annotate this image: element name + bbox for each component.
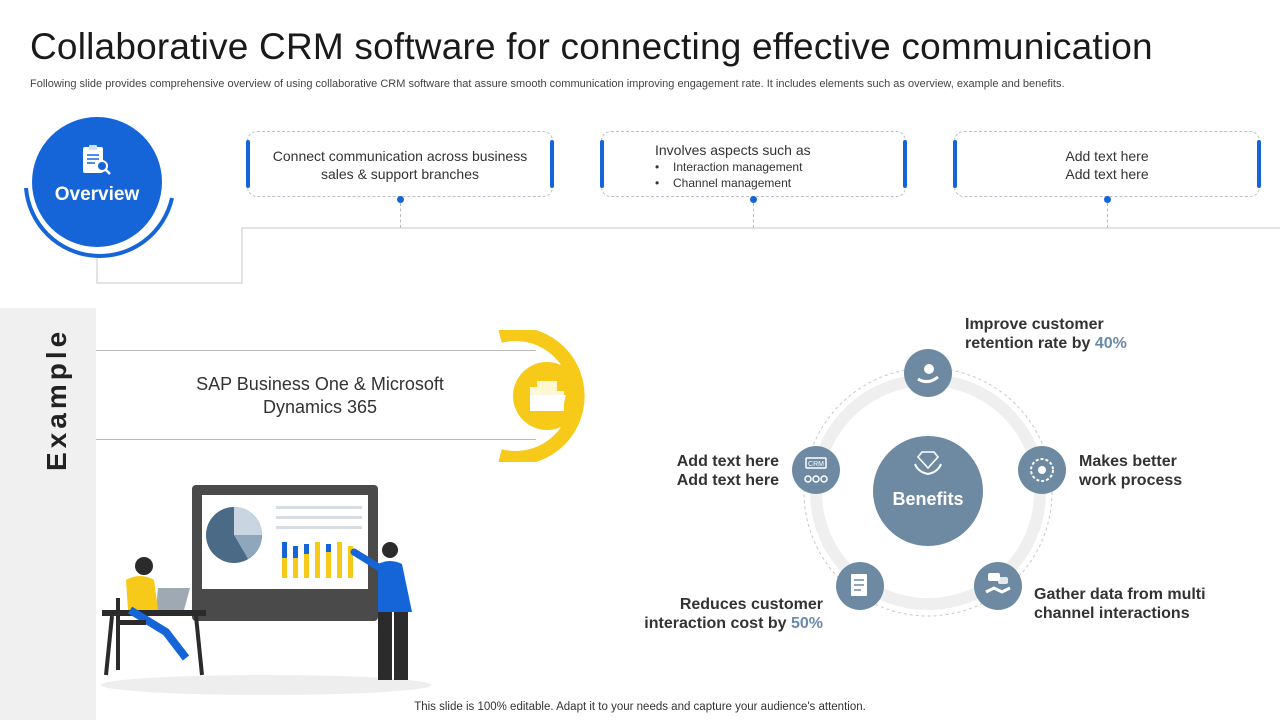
benefit-retention-line-2: retention rate by xyxy=(965,335,1095,352)
benefit-addtext-line-2: Add text here xyxy=(676,472,779,489)
presentation-illustration xyxy=(101,485,431,695)
benefit-icon-cost xyxy=(836,562,884,610)
benefit-cost-pct: 50% xyxy=(790,615,823,632)
slide-subtitle: Following slide provides comprehensive o… xyxy=(30,78,1065,90)
overview-box-3: Add text here Add text here xyxy=(953,131,1261,197)
benefit-addtext-text: Add text here Add text here xyxy=(640,452,779,490)
box-2-heading: Involves aspects such as xyxy=(655,142,811,158)
benefit-retention-text: Improve customer retention rate by 40% xyxy=(965,315,1127,353)
svg-text:CRM: CRM xyxy=(808,461,824,468)
connector-dot xyxy=(750,196,757,203)
benefit-cost-line-1: Reduces customer xyxy=(679,596,823,613)
benefit-icon-process xyxy=(1018,446,1066,494)
product-line-2: Dynamics 365 xyxy=(262,397,378,417)
benefit-data-line-1: Gather data from multi xyxy=(1034,586,1206,603)
benefit-data-line-2: channel interactions xyxy=(1034,605,1190,622)
connector-dot xyxy=(1104,196,1111,203)
overview-ring xyxy=(24,187,174,258)
crm-network-icon: CRM xyxy=(804,457,828,483)
example-product-band xyxy=(96,350,536,440)
box-3-line-1: Add text here xyxy=(1065,148,1149,164)
gears-icon xyxy=(1030,458,1054,482)
hand-heart-icon xyxy=(917,364,939,384)
benefit-cost-line-2: interaction cost by xyxy=(644,615,791,632)
benefit-cost-text: Reduces customer interaction cost by 50% xyxy=(600,595,823,633)
connector-line xyxy=(400,203,401,228)
benefit-process-line-1: Makes better xyxy=(1079,453,1177,470)
handshake-chat-icon xyxy=(985,573,1011,594)
connector-line xyxy=(1107,203,1108,228)
box-1-line-2: sales & support branches xyxy=(321,166,479,182)
document-icon xyxy=(851,574,867,596)
benefits-label: Benefits xyxy=(892,489,964,509)
clipboard-search-icon xyxy=(83,145,111,175)
example-sidebar xyxy=(0,308,96,720)
box-1-line-1: Connect communication across business xyxy=(272,148,528,164)
benefit-retention-pct: 40% xyxy=(1094,335,1127,352)
benefit-process-line-2: work process xyxy=(1079,472,1183,489)
footer-note: This slide is 100% editable. Adapt it to… xyxy=(414,701,866,713)
slide-title: Collaborative CRM software for connectin… xyxy=(30,26,1153,67)
product-line-1: SAP Business One & Microsoft xyxy=(196,374,444,394)
overview-box-2: Involves aspects such as •Interaction ma… xyxy=(600,131,907,197)
folder-icon xyxy=(513,362,581,430)
example-product-name: SAP Business One & Microsoft Dynamics 36… xyxy=(170,373,470,419)
benefit-icon-retention xyxy=(904,349,952,397)
box-3-line-2: Add text here xyxy=(1065,166,1149,182)
benefit-retention-line-1: Improve customer xyxy=(965,316,1104,333)
benefit-icon-crm: CRM xyxy=(792,446,840,494)
benefits-center xyxy=(873,436,983,546)
overview-box-1: Connect communication across business sa… xyxy=(246,131,554,197)
box-2-bullet-1: Interaction management xyxy=(673,160,803,174)
example-label: Example xyxy=(41,327,72,471)
connector-dot xyxy=(397,196,404,203)
overview-badge xyxy=(32,117,162,247)
benefit-icon-data xyxy=(974,562,1022,610)
diamond-hands-icon xyxy=(914,451,942,476)
overview-label: Overview xyxy=(54,184,140,205)
benefit-process-text: Makes better work process xyxy=(1079,452,1182,490)
connector-line xyxy=(753,203,754,228)
benefit-addtext-line-1: Add text here xyxy=(676,453,779,470)
benefit-data-text: Gather data from multi channel interacti… xyxy=(1034,585,1206,623)
overview-connectors xyxy=(96,227,1280,284)
box-2-bullet-2: Channel management xyxy=(673,176,792,190)
